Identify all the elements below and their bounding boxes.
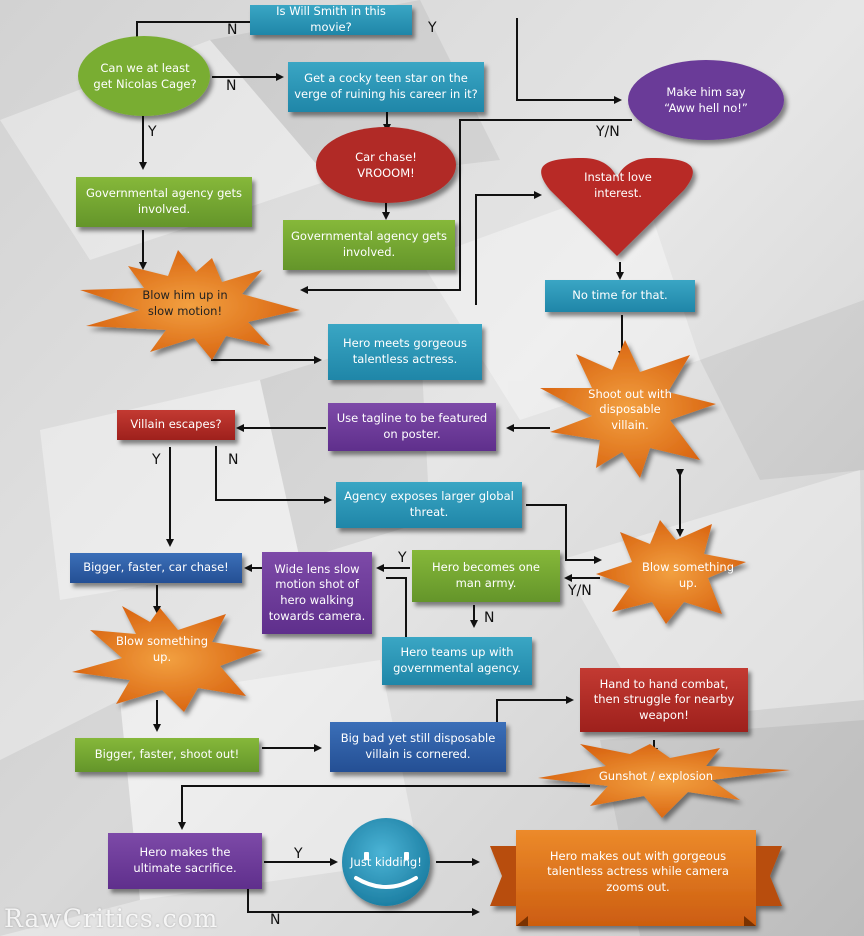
big-bad-text: Big bad yet still disposable villain is … — [340, 731, 496, 761]
aww-hell-no-text: Make him say “Aww hell no!” — [664, 85, 748, 115]
tagline-box: Use tagline to be featured on poster. — [328, 403, 496, 451]
label-villain-y: Y — [152, 452, 161, 468]
bigger-car-chase-box: Bigger, faster, car chase! — [70, 553, 242, 583]
car-chase-ellipse — [316, 127, 456, 203]
ribbon-banner — [490, 830, 782, 926]
label-villain-n: N — [228, 452, 239, 468]
agency-exposes-text: Agency exposes larger global threat. — [344, 489, 514, 519]
explosion-shoot-out — [540, 340, 716, 478]
watermark: RawCritics.com — [4, 904, 219, 933]
cocky-teen-text: Get a cocky teen star on the verge of ru… — [294, 71, 478, 101]
label-sacrifice-y: Y — [294, 846, 303, 862]
shoot-out-text: Shoot out with disposable villain. — [588, 386, 672, 432]
wide-lens-box: Wide lens slow motion shot of hero walki… — [262, 552, 372, 634]
gov-agency-center-box: Governmental agency gets involved. — [283, 220, 455, 270]
connectors — [133, 18, 684, 916]
teams-up-box: Hero teams up with governmental agency. — [382, 637, 532, 685]
blow-left-text: Blow something up. — [115, 634, 209, 664]
label-blow-yn: Y/N — [568, 583, 592, 599]
explosion-blow-right — [596, 520, 746, 624]
villain-escapes-text: Villain escapes? — [130, 417, 222, 432]
blow-right-text: Blow something up. — [641, 560, 735, 590]
wide-lens-text: Wide lens slow motion shot of hero walki… — [268, 561, 366, 623]
hand-to-hand-box: Hand to hand combat, then struggle for n… — [580, 668, 748, 732]
makes-out-text: Hero makes out with gorgeous talentless … — [547, 848, 729, 894]
hand-to-hand-text: Hand to hand combat, then struggle for n… — [593, 676, 735, 722]
gov-agency-left-text: Governmental agency gets involved. — [86, 186, 242, 216]
smiley-eye-right — [404, 852, 409, 860]
blow-slow-motion-text: Blow him up in slow motion! — [142, 288, 228, 318]
heart-shape — [541, 158, 693, 256]
big-bad-box: Big bad yet still disposable villain is … — [330, 722, 506, 772]
no-time-text: No time for that. — [572, 288, 668, 303]
label-army-y: Y — [398, 550, 407, 566]
explosion-gunshot — [538, 744, 790, 818]
teams-up-text: Hero teams up with governmental agency. — [393, 645, 521, 675]
villain-escapes-box: Villain escapes? — [117, 410, 235, 440]
instant-love-text: Instant love interest. — [584, 170, 652, 200]
label-will-smith-y: Y — [428, 20, 437, 36]
label-aww-yn: Y/N — [596, 124, 620, 140]
will-smith-text: Is Will Smith in this movie? — [276, 4, 386, 34]
smiley-eye-left — [364, 852, 369, 860]
explosion-slow-motion — [80, 250, 300, 360]
one-man-army-box: Hero becomes one man army. — [412, 550, 560, 602]
gov-agency-left-box: Governmental agency gets involved. — [76, 177, 252, 227]
label-cage-y: Y — [148, 124, 157, 140]
gov-agency-center-text: Governmental agency gets involved. — [291, 229, 447, 259]
label-cage-n: N — [226, 78, 237, 94]
explosion-blow-left — [72, 606, 262, 712]
label-will-smith-n: N — [227, 22, 238, 38]
label-army-n: N — [484, 610, 495, 626]
nicolas-cage-text: Can we at least get Nicolas Cage? — [93, 61, 197, 91]
bigger-shoot-out-text: Bigger, faster, shoot out! — [94, 747, 240, 762]
cocky-teen-box: Get a cocky teen star on the verge of ru… — [288, 62, 484, 112]
gunshot-text: Gunshot / explosion — [598, 769, 714, 784]
bigger-car-chase-text: Bigger, faster, car chase! — [83, 560, 229, 575]
hero-meets-text: Hero meets gorgeous talentless actress. — [343, 336, 467, 366]
smiley-mouth — [354, 876, 418, 889]
aww-hell-no-ellipse — [628, 60, 784, 140]
car-chase-text: Car chase! VROOOM! — [355, 150, 417, 180]
bigger-shoot-out-box: Bigger, faster, shoot out! — [75, 738, 259, 772]
nicolas-cage-ellipse — [78, 36, 210, 116]
hero-meets-box: Hero meets gorgeous talentless actress. — [328, 324, 482, 380]
ultimate-sacrifice-box: Hero makes the ultimate sacrifice. — [108, 833, 262, 889]
label-sacrifice-n: N — [270, 912, 281, 928]
just-kidding-text: Just kidding! — [350, 855, 422, 870]
one-man-army-text: Hero becomes one man army. — [432, 560, 540, 590]
ultimate-sacrifice-text: Hero makes the ultimate sacrifice. — [133, 845, 237, 875]
agency-exposes-box: Agency exposes larger global threat. — [336, 482, 522, 528]
tagline-text: Use tagline to be featured on poster. — [336, 411, 488, 441]
will-smith-box: Is Will Smith in this movie? — [250, 4, 412, 35]
no-time-box: No time for that. — [545, 280, 695, 312]
